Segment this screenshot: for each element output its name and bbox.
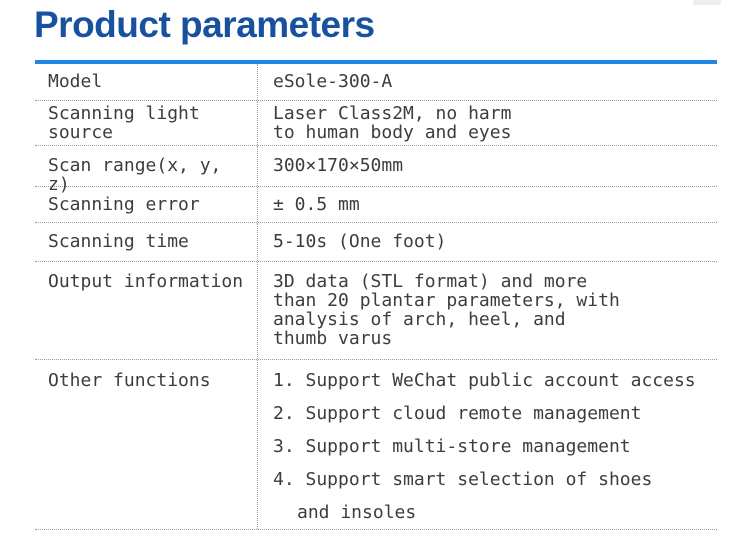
table-row-scanning-error: Scanning error ± 0.5 mm xyxy=(35,187,717,223)
param-label: Scanning time xyxy=(48,231,189,252)
param-value-line: to human body and eyes xyxy=(273,122,512,143)
param-value: 1. Support WeChat public account access … xyxy=(257,360,717,529)
table-row-scan-range: Scan range(x, y, z) 300×170×50mm xyxy=(35,146,717,195)
param-label: Model xyxy=(48,71,103,92)
param-value-line: 300×170×50mm xyxy=(273,155,404,176)
param-value: eSole-300-A xyxy=(257,64,717,100)
table-row-model: Model eSole-300-A xyxy=(35,64,717,101)
param-value-line: Laser Class2M, no harm xyxy=(273,103,512,124)
param-value: ± 0.5 mm xyxy=(257,187,717,222)
product-parameters-table: Model eSole-300-A Scanning light source … xyxy=(35,60,717,530)
param-value-line: 5-10s (One foot) xyxy=(273,231,447,252)
cropped-image-artifact xyxy=(693,0,721,5)
table-row-output-information: Output information 3D data (STL format) … xyxy=(35,262,717,360)
function-item: 2. Support cloud remote management xyxy=(273,403,642,424)
param-value-line: analysis of arch, heel, and xyxy=(273,309,566,330)
table-row-other-functions: Other functions 1. Support WeChat public… xyxy=(35,360,717,530)
param-label: Other functions xyxy=(48,370,211,391)
param-label: Output information xyxy=(48,271,244,292)
param-label: Scanning error xyxy=(48,194,200,215)
param-value: 300×170×50mm xyxy=(257,146,717,186)
function-item: 3. Support multi-store management xyxy=(273,436,631,457)
table-row-scanning-time: Scanning time 5-10s (One foot) xyxy=(35,223,717,262)
page-title: Product parameters xyxy=(34,4,375,45)
function-item: 1. Support WeChat public account access xyxy=(273,370,696,391)
param-value: 5-10s (One foot) xyxy=(257,223,717,261)
param-value-line: than 20 plantar parameters, with xyxy=(273,290,620,311)
table-row-scanning-light-source: Scanning light source Laser Class2M, no … xyxy=(35,101,717,146)
param-value-line: eSole-300-A xyxy=(273,71,393,92)
param-label: Scan range(x, y, z) xyxy=(48,155,222,195)
function-item: 4. Support smart selection of shoes xyxy=(273,469,653,490)
param-value: Laser Class2M, no harm to human body and… xyxy=(257,101,717,145)
param-value-line: thumb varus xyxy=(273,328,393,349)
function-item-wrap: and insoles xyxy=(297,502,417,523)
param-value-line: ± 0.5 mm xyxy=(273,194,360,215)
param-value-line: 3D data (STL format) and more xyxy=(273,271,588,292)
param-value: 3D data (STL format) and more than 20 pl… xyxy=(257,262,717,359)
param-label: Scanning light source xyxy=(48,103,200,143)
